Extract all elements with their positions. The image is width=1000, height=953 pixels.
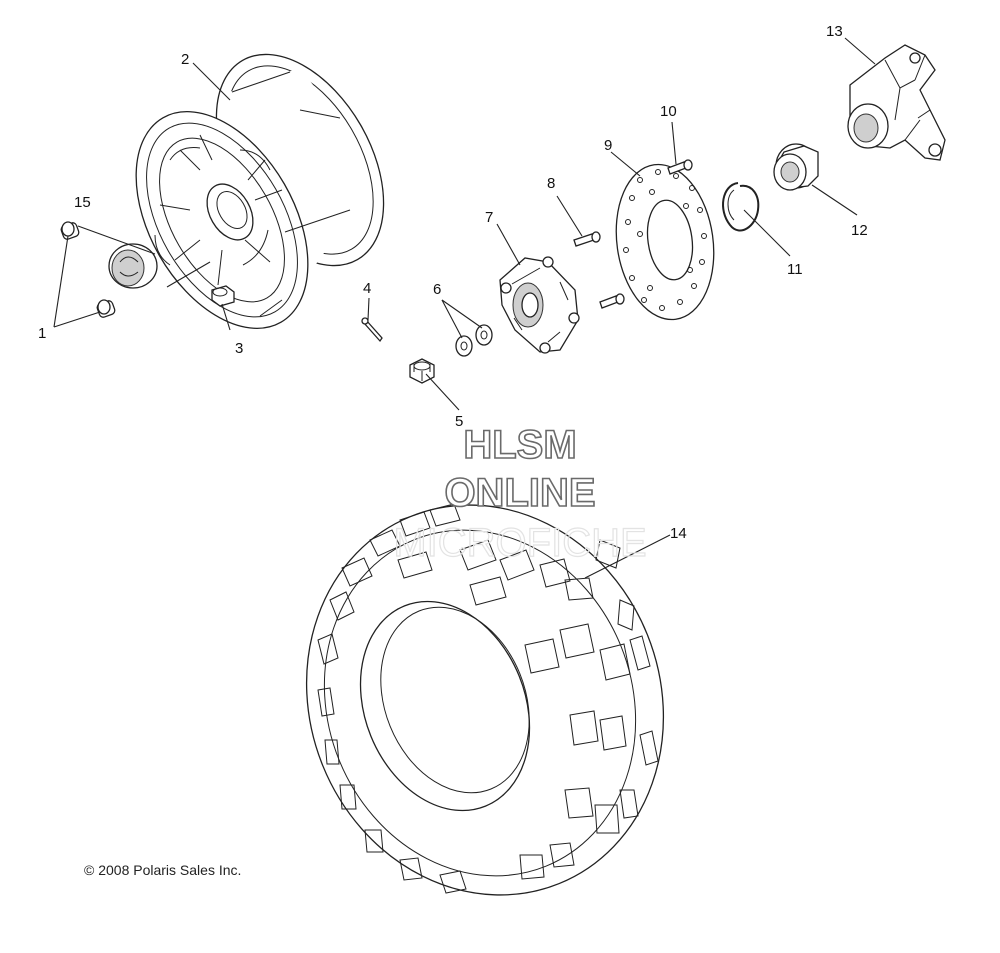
callout-labels: 1 2 3 4 5 6 7 8 9 10 11 12 13 14 15: [38, 23, 868, 542]
cotter-pin-part-4: [361, 317, 383, 343]
callout-5: 5: [455, 413, 463, 430]
wheel-stud-part-1: [60, 221, 116, 318]
caliper-bolt-part-10: [667, 159, 693, 175]
callout-12: 12: [851, 222, 868, 239]
callout-10: 10: [660, 103, 677, 120]
callout-9: 9: [604, 137, 612, 154]
lug-nut-part-3: [211, 285, 235, 307]
callout-1: 1: [38, 325, 46, 342]
retaining-ring-part-11: [722, 182, 760, 232]
callout-2: 2: [181, 51, 189, 68]
watermark: HLSM ONLINE MICROFICHE: [393, 422, 648, 565]
wheel-hub-part-7: [499, 256, 580, 354]
callout-7: 7: [485, 209, 493, 226]
washer-part-6: [455, 324, 493, 357]
center-cap-part-15: [108, 243, 158, 289]
callout-14: 14: [670, 525, 687, 542]
wheel-rim-part-2: [135, 53, 385, 329]
tire-part-14: [305, 503, 665, 896]
callout-15: 15: [74, 194, 91, 211]
callout-4: 4: [363, 280, 371, 297]
copyright-notice: © 2008 Polaris Sales Inc.: [84, 862, 241, 878]
castle-nut-part-5: [409, 358, 435, 384]
watermark-line-2: ONLINE: [444, 471, 595, 515]
wheel-bearing-part-12: [773, 143, 819, 191]
callout-13: 13: [826, 23, 843, 40]
callout-3: 3: [235, 340, 243, 357]
leader-lines: [53, 37, 876, 579]
watermark-line-3: MICROFICHE: [393, 521, 646, 565]
steering-knuckle-part-13: [847, 44, 946, 161]
brake-disc-part-9: [615, 163, 715, 321]
hub-bolt-part-8: [573, 231, 625, 309]
callout-8: 8: [547, 175, 555, 192]
callout-6: 6: [433, 281, 441, 298]
watermark-line-1: HLSM: [463, 423, 576, 467]
callout-11: 11: [787, 261, 803, 278]
